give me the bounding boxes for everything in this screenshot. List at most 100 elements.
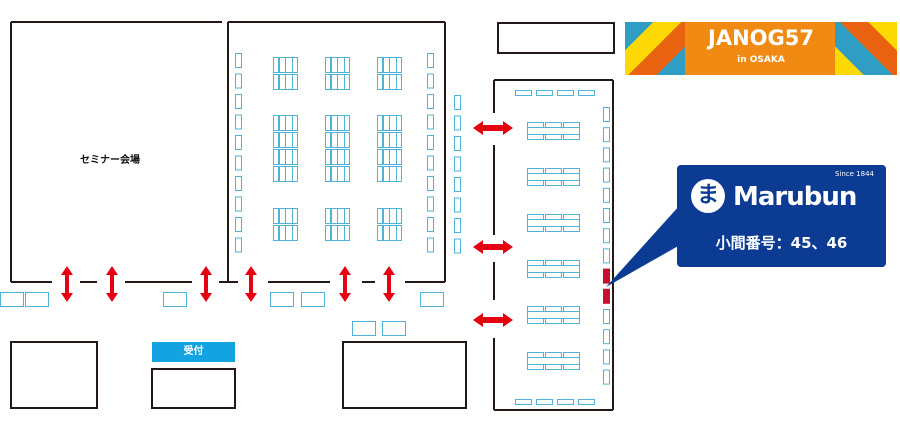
exhibitor-callout: ま Since 1844 Marubun 小間番号：45、46	[677, 165, 886, 267]
booth-chair	[454, 156, 461, 172]
booth-chair	[292, 115, 298, 131]
booth-table	[389, 149, 397, 165]
booth-box	[163, 292, 187, 307]
booth-chair	[545, 168, 562, 174]
booth-table	[578, 90, 595, 96]
booth-chair	[235, 53, 242, 68]
booth-chair	[273, 132, 279, 148]
booth-chair	[427, 114, 434, 130]
booth-chair	[603, 329, 610, 345]
booth-chair	[454, 136, 461, 151]
booth-chair	[603, 349, 610, 365]
booth-chair	[344, 149, 350, 165]
booth-table	[536, 90, 553, 96]
booth-chair	[325, 225, 331, 241]
booth-table	[389, 74, 397, 90]
booth-chair	[273, 57, 279, 73]
banner-pattern-left	[625, 22, 685, 75]
booth-chair	[603, 147, 610, 163]
booth-chair	[527, 226, 544, 232]
booth-chair	[527, 306, 544, 312]
booth-chair	[325, 166, 331, 182]
callout-pointer	[606, 205, 680, 287]
booth-box	[382, 321, 406, 336]
booth-chair	[527, 180, 544, 186]
room	[497, 22, 615, 54]
booth-chair	[344, 74, 350, 90]
booth-box	[301, 292, 325, 307]
booth-chair	[603, 107, 610, 122]
entrance-arrow-icon	[106, 266, 118, 302]
booth-chair	[344, 166, 350, 182]
booth-chair	[563, 260, 580, 266]
booth-chair	[377, 225, 383, 241]
booth-chair	[235, 114, 242, 130]
booth-table	[527, 127, 580, 135]
booth-chair	[454, 95, 461, 110]
booth-chair	[545, 260, 562, 266]
booth-chair	[545, 318, 562, 324]
entrance-arrow-icon	[383, 266, 395, 302]
booth-chair	[527, 134, 544, 140]
booth-chair	[325, 149, 331, 165]
booth-chair	[427, 237, 434, 253]
brand-name: Marubun	[733, 182, 857, 212]
booth-chair	[563, 272, 580, 278]
booth-chair	[292, 208, 298, 224]
booth-chair	[563, 226, 580, 232]
booth-chair	[292, 57, 298, 73]
booth-box	[420, 292, 444, 307]
booth-number: 小間番号：45、46	[715, 234, 848, 252]
booth-table	[389, 115, 397, 131]
booth-table	[285, 208, 293, 224]
booth-chair	[427, 135, 434, 150]
booth-chair	[427, 53, 434, 68]
room	[10, 341, 98, 409]
booth-table	[527, 357, 580, 365]
booth-chair	[563, 352, 580, 358]
booth-table	[285, 166, 293, 182]
booth-chair	[377, 74, 383, 90]
booth-chair	[377, 208, 383, 224]
booth-chair	[545, 180, 562, 186]
booth-chair	[273, 149, 279, 165]
banner-pattern-right	[835, 22, 897, 75]
seminar-room-label: セミナー会場	[80, 155, 140, 166]
booth-chair	[563, 180, 580, 186]
entrance-arrow-icon	[200, 266, 212, 302]
booth-chair	[603, 248, 610, 264]
booth-table	[515, 90, 532, 96]
booth-chair	[427, 73, 434, 89]
booth-chair	[396, 115, 402, 131]
booth-chair	[545, 226, 562, 232]
booth-table	[515, 399, 532, 405]
booth-chair	[273, 74, 279, 90]
booth-chair	[235, 176, 242, 191]
booth-chair	[563, 168, 580, 174]
reception-label: 受付	[152, 342, 235, 362]
booth-chair	[545, 272, 562, 278]
marubun-logo-icon: ま	[691, 179, 725, 213]
booth-chair	[235, 73, 242, 89]
booth-table	[337, 57, 345, 73]
booth-chair	[427, 196, 434, 212]
booth-table	[285, 57, 293, 73]
booth-chair	[603, 167, 610, 183]
room	[342, 341, 467, 409]
booth-chair	[545, 364, 562, 370]
booth-chair	[235, 196, 242, 212]
booth-chair	[396, 149, 402, 165]
booth-box	[270, 292, 294, 307]
booth-table	[389, 208, 397, 224]
booth-table	[337, 225, 345, 241]
booth-chair	[273, 115, 279, 131]
booth-chair	[454, 115, 461, 131]
booth-chair	[454, 177, 461, 192]
booth-chair	[563, 214, 580, 220]
entrance-arrow-icon	[339, 266, 351, 302]
booth-table	[337, 208, 345, 224]
booth-table	[285, 74, 293, 90]
booth-table	[285, 115, 293, 131]
banner-subtitle: in OSAKA	[737, 55, 785, 65]
